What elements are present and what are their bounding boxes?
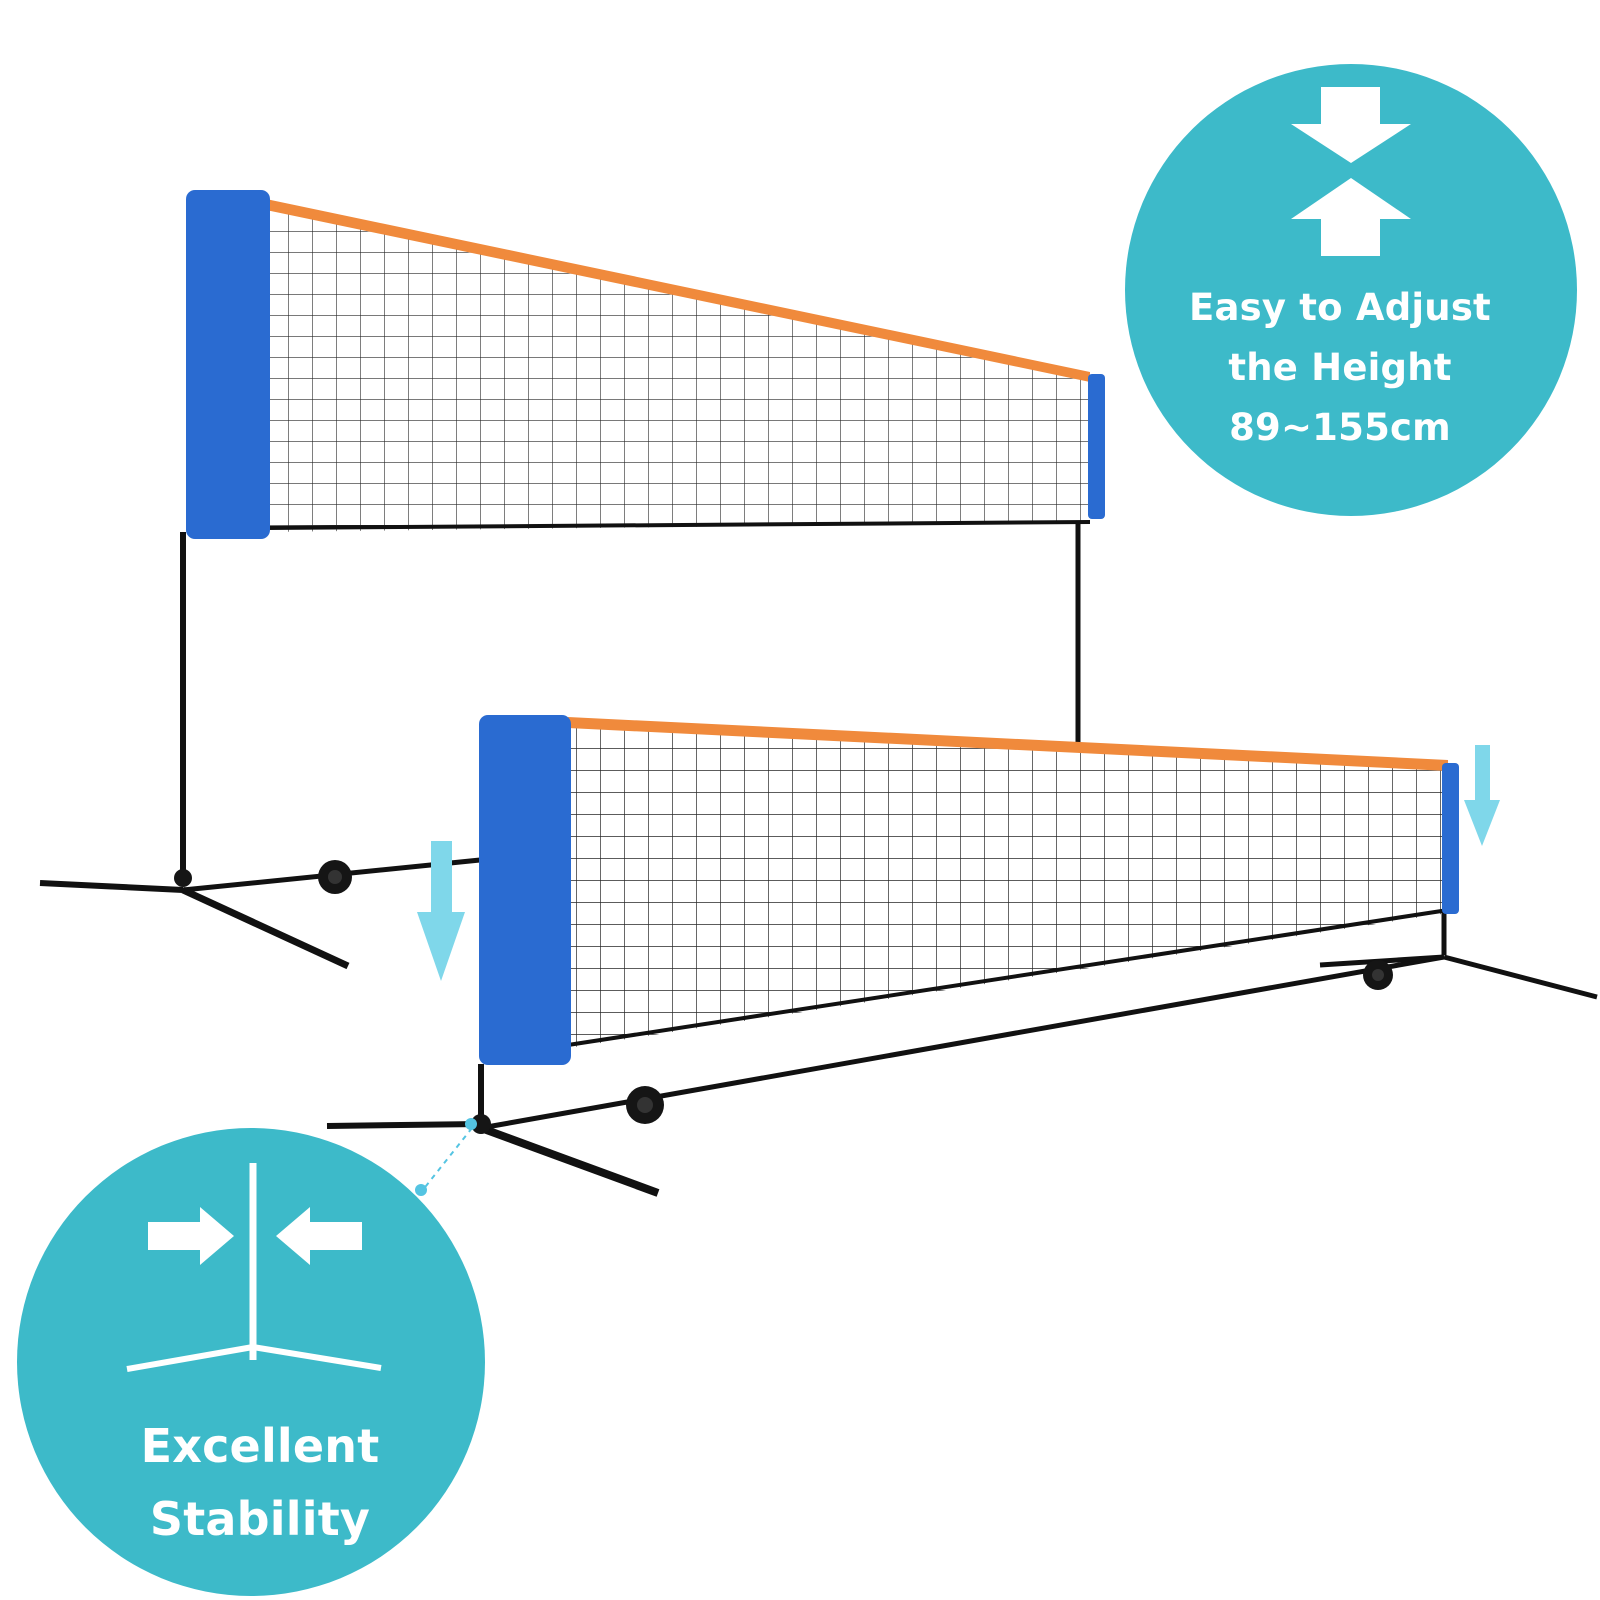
height-badge-line-3: 89~155cm: [1229, 406, 1451, 449]
back-top-band: [266, 199, 1090, 382]
back-foot-front: [181, 886, 350, 970]
height-badge-circle: [1125, 64, 1577, 516]
front-foot-front: [479, 1124, 660, 1197]
height-badge-line-2: the Height: [1228, 346, 1452, 389]
front-foot-left: [326, 1121, 482, 1129]
front-top-band: [568, 717, 1448, 771]
back-net-stand: [39, 524, 1081, 970]
stand-stability-icon: [126, 1163, 382, 1372]
back-right-panel: [1088, 374, 1105, 519]
stability-badge-circle: [17, 1128, 485, 1596]
stability-badge-line-1: Excellent: [140, 1419, 380, 1473]
down-arrow-icon: [1464, 745, 1500, 846]
height-badge-text: Easy to Adjust the Height 89~155cm: [1150, 278, 1530, 458]
back-net: [186, 190, 1105, 539]
front-right-connector-knob: [1363, 960, 1393, 990]
front-net-stand: [326, 910, 1598, 1197]
front-connector-knob: [626, 1086, 664, 1124]
front-net: [479, 715, 1459, 1065]
down-arrow-icon: [417, 841, 465, 981]
height-adjust-badge: [1125, 64, 1577, 516]
stability-badge-line-2: Stability: [149, 1492, 371, 1546]
front-right-panel: [1442, 763, 1459, 914]
front-foot-right: [1443, 954, 1598, 1000]
stability-badge-text: Excellent Stability: [90, 1410, 430, 1556]
callout-dashed-line: [421, 1127, 473, 1192]
stability-badge: [17, 1128, 485, 1596]
back-foot-left: [39, 880, 184, 893]
back-connector-knob: [318, 860, 352, 894]
height-adjust-arrows-icon: [1291, 87, 1411, 256]
front-left-panel: [479, 715, 571, 1065]
back-left-panel: [186, 190, 270, 539]
height-badge-line-1: Easy to Adjust: [1189, 286, 1491, 329]
